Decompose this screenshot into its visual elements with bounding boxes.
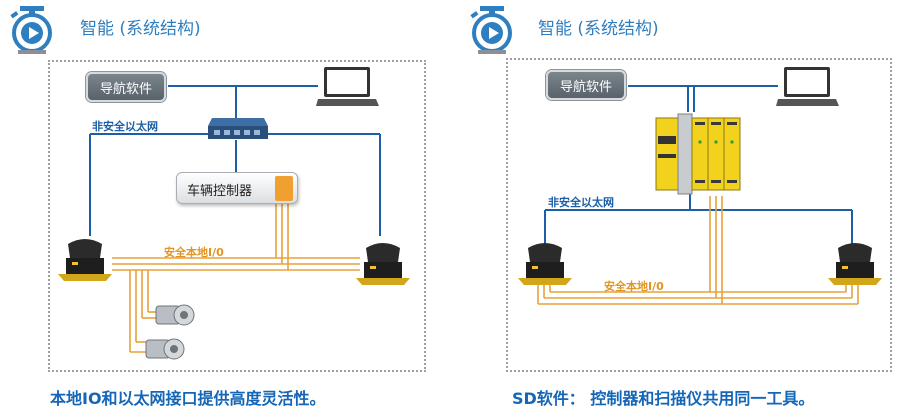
left-wiring <box>89 85 381 353</box>
left-io-label: 安全本地I/0 <box>164 246 224 259</box>
right-panel-title: 智能 (系统结构) <box>538 19 659 39</box>
laser-scanner-icon <box>356 243 410 285</box>
left-caption: 本地IO和以太网接口提供高度灵活性。 <box>50 389 326 408</box>
left-ethernet-label: 非安全以太网 <box>92 120 158 133</box>
laptop-icon <box>776 67 839 106</box>
encoder-icon <box>145 338 185 360</box>
laser-scanner-icon <box>828 243 882 285</box>
laptop-icon <box>316 67 379 106</box>
right-io-label: 安全本地I/0 <box>604 280 664 293</box>
right-nav-software-label: 导航软件 <box>559 79 612 95</box>
laser-scanner-icon <box>58 239 112 281</box>
network-switch-icon <box>208 118 268 139</box>
right-nav-software-box: 导航软件 <box>546 70 626 100</box>
stopwatch-play-icon <box>470 6 512 54</box>
vehicle-controller-box: 车辆控制器 <box>176 172 298 204</box>
right-ethernet-label: 非安全以太网 <box>548 196 614 209</box>
right-wiring <box>537 85 859 305</box>
controller-accent <box>275 176 293 201</box>
left-panel-title: 智能 (系统结构) <box>80 19 201 39</box>
laser-scanner-icon <box>518 243 572 285</box>
left-nav-software-box: 导航软件 <box>86 72 166 102</box>
left-nav-software-label: 导航软件 <box>99 81 152 97</box>
safety-controller-icon <box>655 113 741 195</box>
encoder-icon <box>155 304 195 326</box>
vehicle-controller-label: 车辆控制器 <box>187 184 253 199</box>
right-diagram-frame <box>506 58 892 372</box>
left-diagram-frame <box>48 60 426 372</box>
stopwatch-play-icon <box>10 6 52 54</box>
right-caption: SD软件： 控制器和扫描仪共用同一工具。 <box>512 389 815 408</box>
